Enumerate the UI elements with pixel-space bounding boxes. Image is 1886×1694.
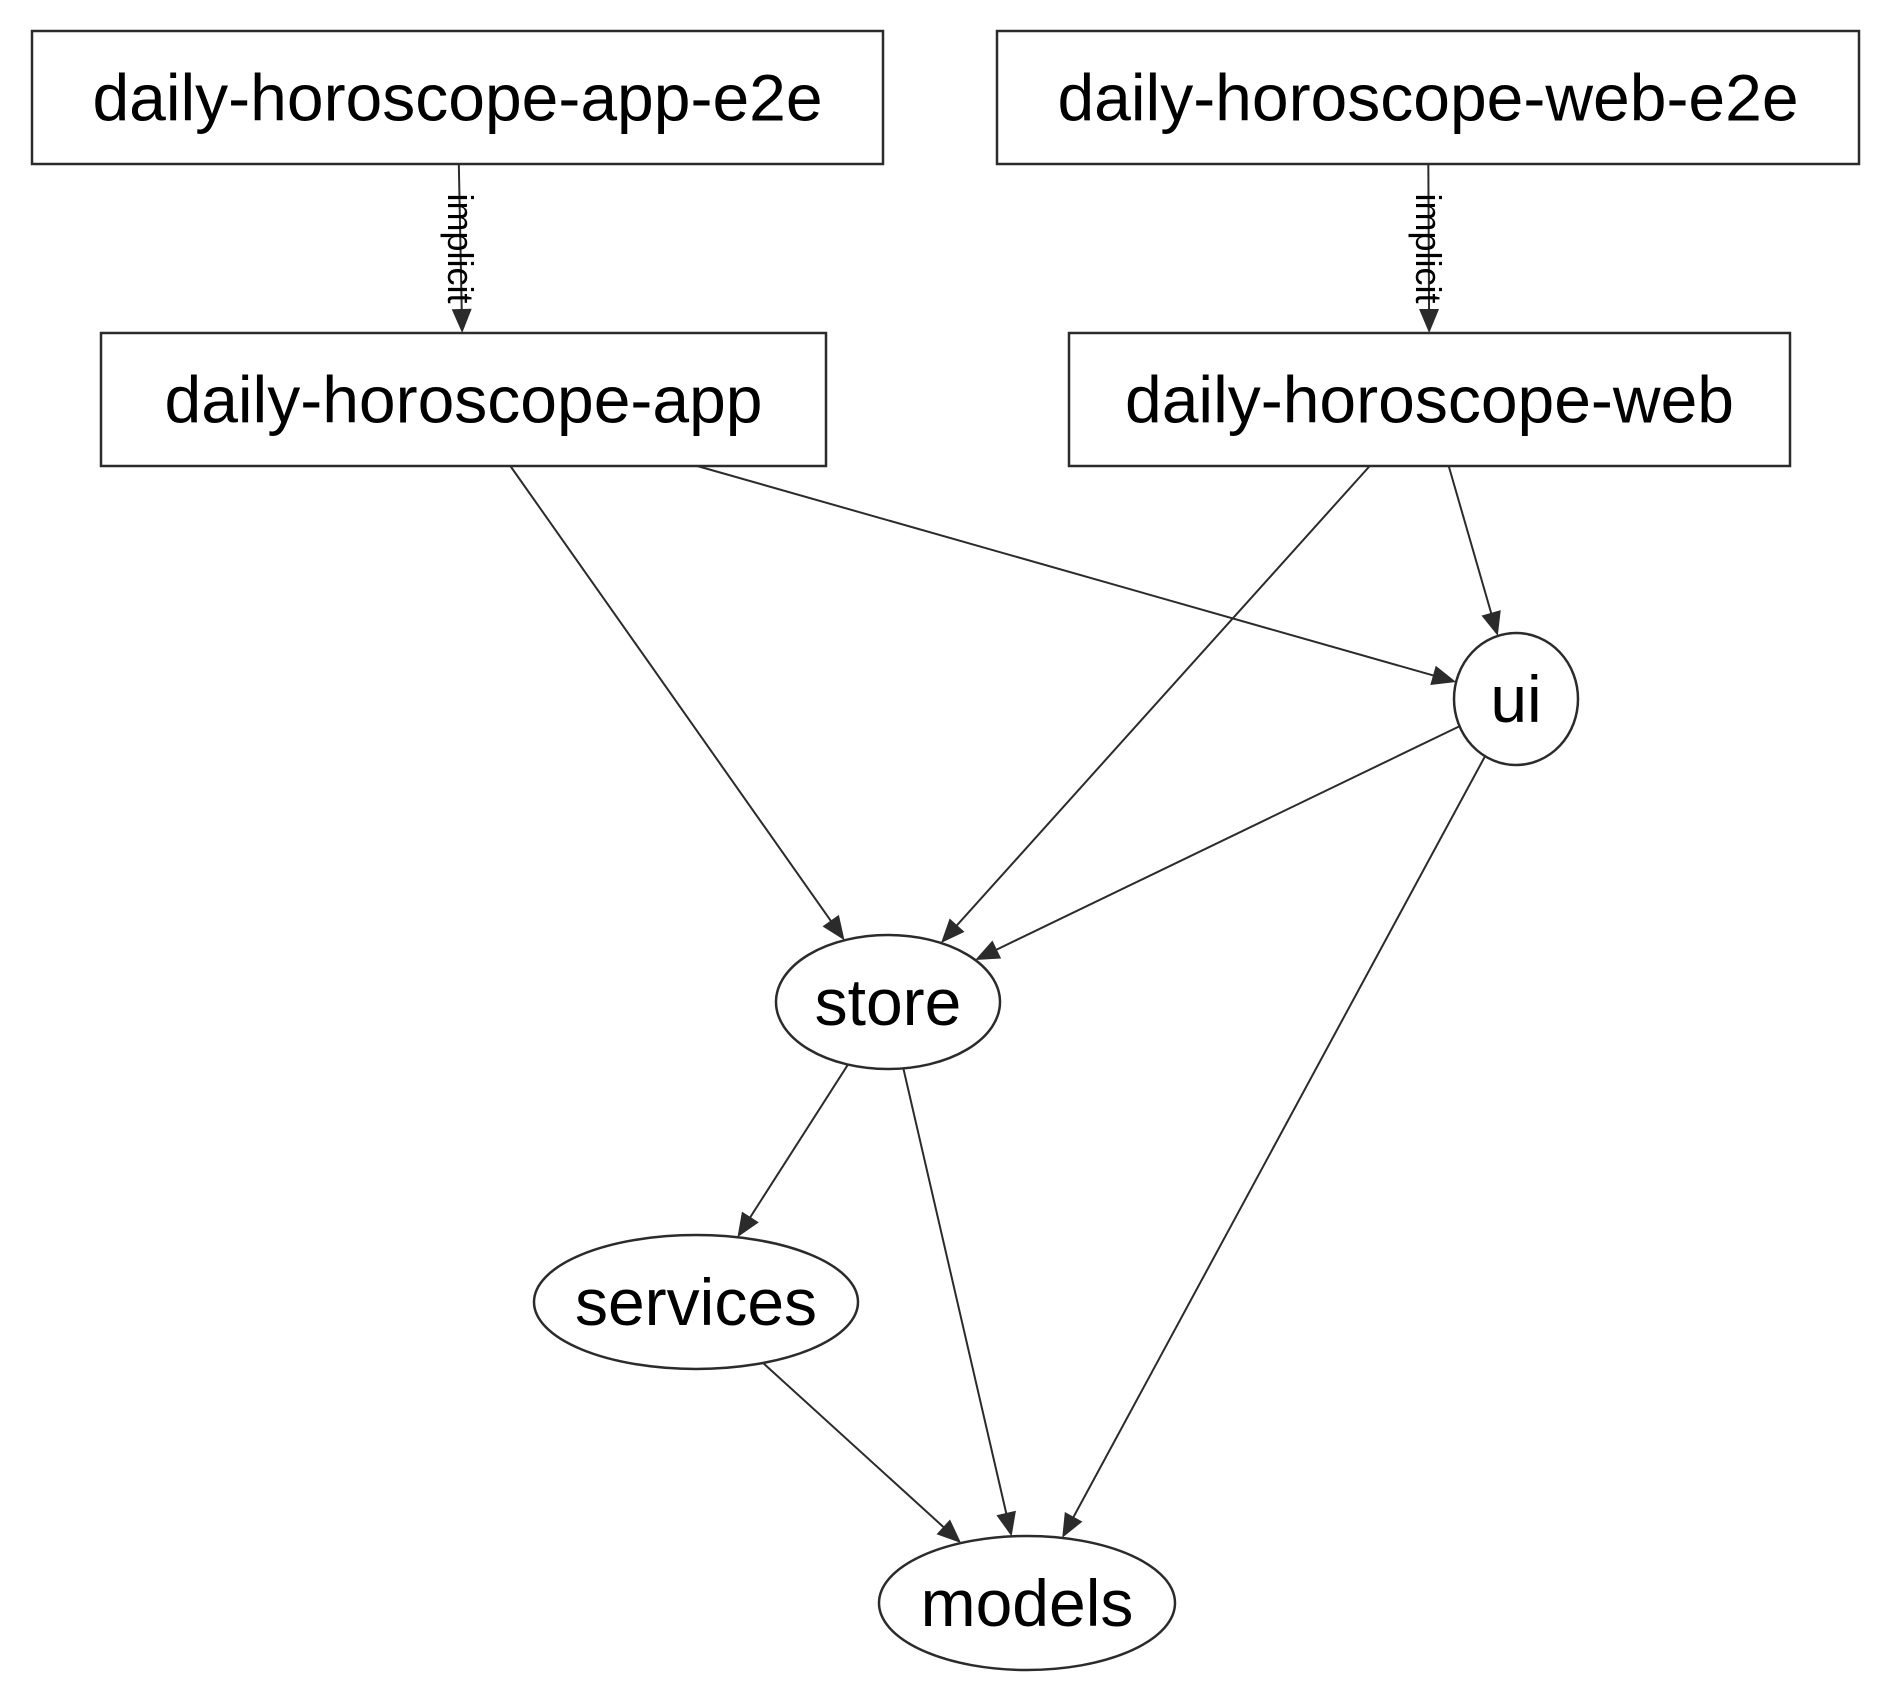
edge-store-to-services (737, 1064, 849, 1238)
edge-store-to-models (902, 1068, 1016, 1537)
arrowhead-icon (451, 308, 472, 333)
node-layer: daily-horoscope-app-e2e daily-horoscope-w… (30, 29, 1861, 1672)
edge-daily-horoscope-app-e2e-to-daily-horoscope-app: implicit (440, 163, 481, 333)
node-ellipse-ui[interactable] (1452, 631, 1580, 767)
edge-line (509, 465, 835, 926)
node-label-services: services (575, 1265, 817, 1339)
node-services[interactable]: services (532, 1233, 860, 1371)
arrowhead-icon (1481, 610, 1501, 636)
edge-daily-horoscope-web-to-store (941, 465, 1371, 943)
arrowhead-icon (996, 1510, 1016, 1537)
arrowhead-icon (936, 1519, 962, 1544)
node-label-models: models (921, 1566, 1134, 1640)
edge-daily-horoscope-app-to-ui (696, 465, 1457, 686)
arrowhead-icon (1419, 308, 1440, 333)
edge-line (992, 725, 1460, 953)
node-ui[interactable]: ui (1452, 631, 1580, 767)
edge-label-implicit: implicit (1408, 193, 1449, 303)
node-box-daily-horoscope-app-e2e[interactable] (30, 29, 885, 166)
edge-line (902, 1068, 1009, 1518)
arrowhead-icon (1430, 665, 1457, 686)
node-ellipse-services[interactable] (532, 1233, 860, 1371)
node-label-daily-horoscope-app: daily-horoscope-app (164, 363, 762, 437)
node-daily-horoscope-web[interactable]: daily-horoscope-web (1067, 331, 1792, 468)
node-ellipse-store[interactable] (774, 933, 1002, 1071)
edge-line (953, 465, 1371, 930)
edge-line (746, 1064, 849, 1222)
edge-ui-to-store (975, 725, 1460, 960)
node-box-daily-horoscope-web[interactable] (1067, 331, 1792, 468)
node-label-daily-horoscope-web: daily-horoscope-web (1125, 363, 1734, 437)
edge-layer: implicit implicit (440, 163, 1501, 1544)
arrowhead-icon (822, 914, 845, 941)
arrowhead-icon (737, 1211, 759, 1238)
edge-line (696, 465, 1438, 678)
node-daily-horoscope-app-e2e[interactable]: daily-horoscope-app-e2e (30, 29, 885, 166)
edge-label-implicit: implicit (440, 193, 481, 303)
edge-daily-horoscope-app-to-store (509, 465, 845, 941)
edge-daily-horoscope-web-e2e-to-daily-horoscope-web: implicit (1408, 163, 1449, 333)
node-label-daily-horoscope-app-e2e: daily-horoscope-app-e2e (92, 61, 822, 135)
node-label-daily-horoscope-web-e2e: daily-horoscope-web-e2e (1057, 61, 1798, 135)
node-models[interactable]: models (877, 1534, 1177, 1672)
arrowhead-icon (975, 940, 1002, 960)
node-label-ui: ui (1490, 662, 1541, 736)
edge-daily-horoscope-web-to-ui (1447, 465, 1501, 636)
node-box-daily-horoscope-web-e2e[interactable] (995, 29, 1861, 166)
edge-services-to-models (762, 1362, 962, 1544)
node-ellipse-models[interactable] (877, 1534, 1177, 1672)
node-store[interactable]: store (774, 933, 1002, 1071)
edge-line (457, 163, 463, 314)
edge-line (1070, 755, 1486, 1522)
node-daily-horoscope-web-e2e[interactable]: daily-horoscope-web-e2e (995, 29, 1861, 166)
arrowhead-icon (1062, 1512, 1083, 1538)
edge-line (1427, 163, 1431, 314)
node-daily-horoscope-app[interactable]: daily-horoscope-app (99, 331, 828, 468)
edge-line (762, 1362, 948, 1531)
node-box-daily-horoscope-app[interactable] (99, 331, 828, 468)
edge-line (1447, 465, 1494, 618)
node-label-store: store (815, 965, 962, 1039)
edge-ui-to-models (1062, 755, 1486, 1538)
arrowhead-icon (941, 918, 965, 943)
